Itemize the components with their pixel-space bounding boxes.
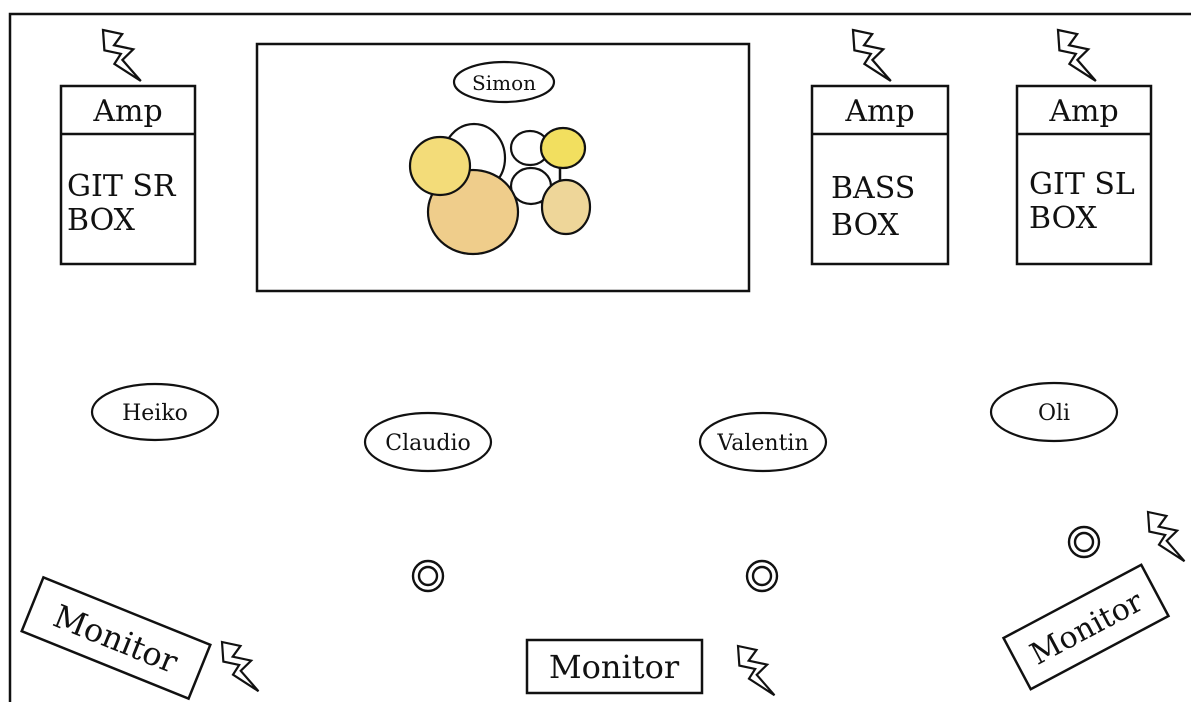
amp-box-line1: BASS [831, 171, 915, 206]
monitor-right: Monitor [1001, 563, 1171, 691]
power-outlet-icon [1138, 510, 1191, 563]
monitor-center: Monitor [525, 638, 704, 695]
amp-git-sr: Amp GIT SR BOX [59, 84, 197, 266]
amp-box-line2: BOX [831, 208, 900, 243]
microphone-icon [411, 559, 445, 593]
drummer-name: Simon [472, 71, 536, 95]
drummer-name-bubble [452, 60, 556, 104]
monitor-left: Monitor [20, 575, 212, 701]
musician-name: Claudio [385, 431, 471, 456]
musician-heiko: Heiko [90, 382, 220, 442]
stage-boundary [8, 12, 1191, 702]
microphone-icon [745, 559, 779, 593]
microphone-icon [1067, 525, 1101, 559]
amp-box-line1: GIT SR [67, 169, 177, 204]
musician-claudio: Claudio [363, 411, 493, 473]
musician-name: Valentin [716, 431, 808, 456]
power-outlet-icon [212, 640, 268, 693]
power-outlet-icon [1048, 28, 1106, 83]
monitor-label: Monitor [549, 648, 680, 686]
cymbal [408, 135, 472, 197]
amp-label: Amp [844, 94, 914, 129]
amp-git-sl: Amp GIT SL BOX [1015, 84, 1153, 266]
power-outlet-icon [93, 28, 151, 83]
musician-name: Oli [1038, 401, 1070, 426]
power-outlet-icon [728, 644, 784, 697]
amp-box-line2: BOX [1029, 201, 1098, 236]
power-outlet-icon [843, 28, 901, 83]
musician-name: Heiko [122, 401, 188, 426]
drum-riser: Simon [255, 42, 751, 293]
musician-oli: Oli [989, 381, 1119, 443]
drum-kit-icon [408, 122, 592, 256]
floor-tom [540, 178, 592, 236]
amp-label: Amp [92, 94, 162, 129]
amp-label: Amp [1048, 94, 1118, 129]
musician-valentin: Valentin [698, 411, 828, 473]
amp-box-line2: BOX [67, 203, 136, 238]
amp-bass: Amp BASS BOX [810, 84, 950, 266]
amp-box-line1: GIT SL [1029, 167, 1135, 202]
cymbal [539, 126, 587, 170]
